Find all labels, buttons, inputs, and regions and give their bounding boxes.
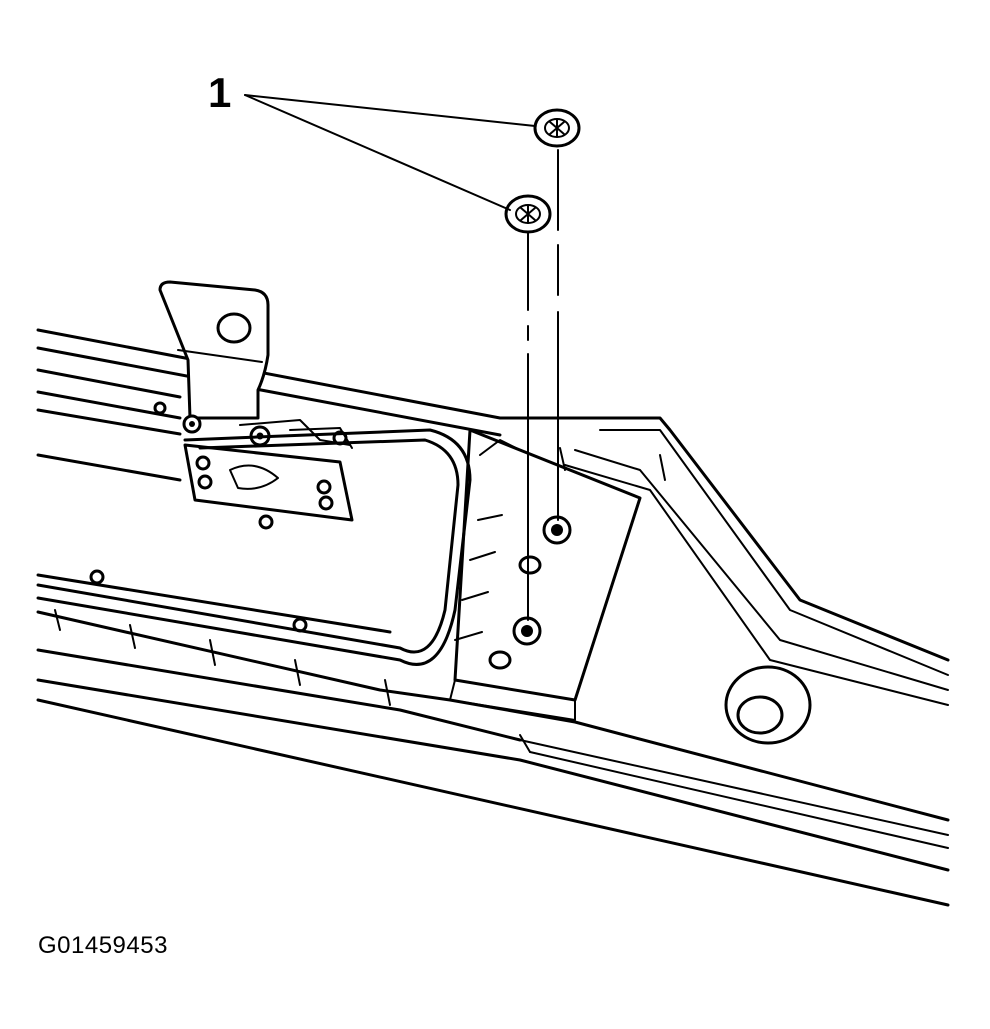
retaining-clips: [504, 108, 581, 621]
inner-frame: [36, 428, 472, 666]
mounting-bracket: [158, 280, 354, 522]
callout-leaders: [244, 94, 536, 211]
rear-rail: [36, 328, 950, 706]
callout-number: 1: [208, 69, 232, 116]
clip-holes: [512, 515, 572, 646]
figure-id: G01459453: [38, 932, 168, 959]
center-panel: [449, 428, 642, 721]
lower-rail: [36, 609, 950, 907]
bracket-fasteners: [89, 401, 353, 633]
